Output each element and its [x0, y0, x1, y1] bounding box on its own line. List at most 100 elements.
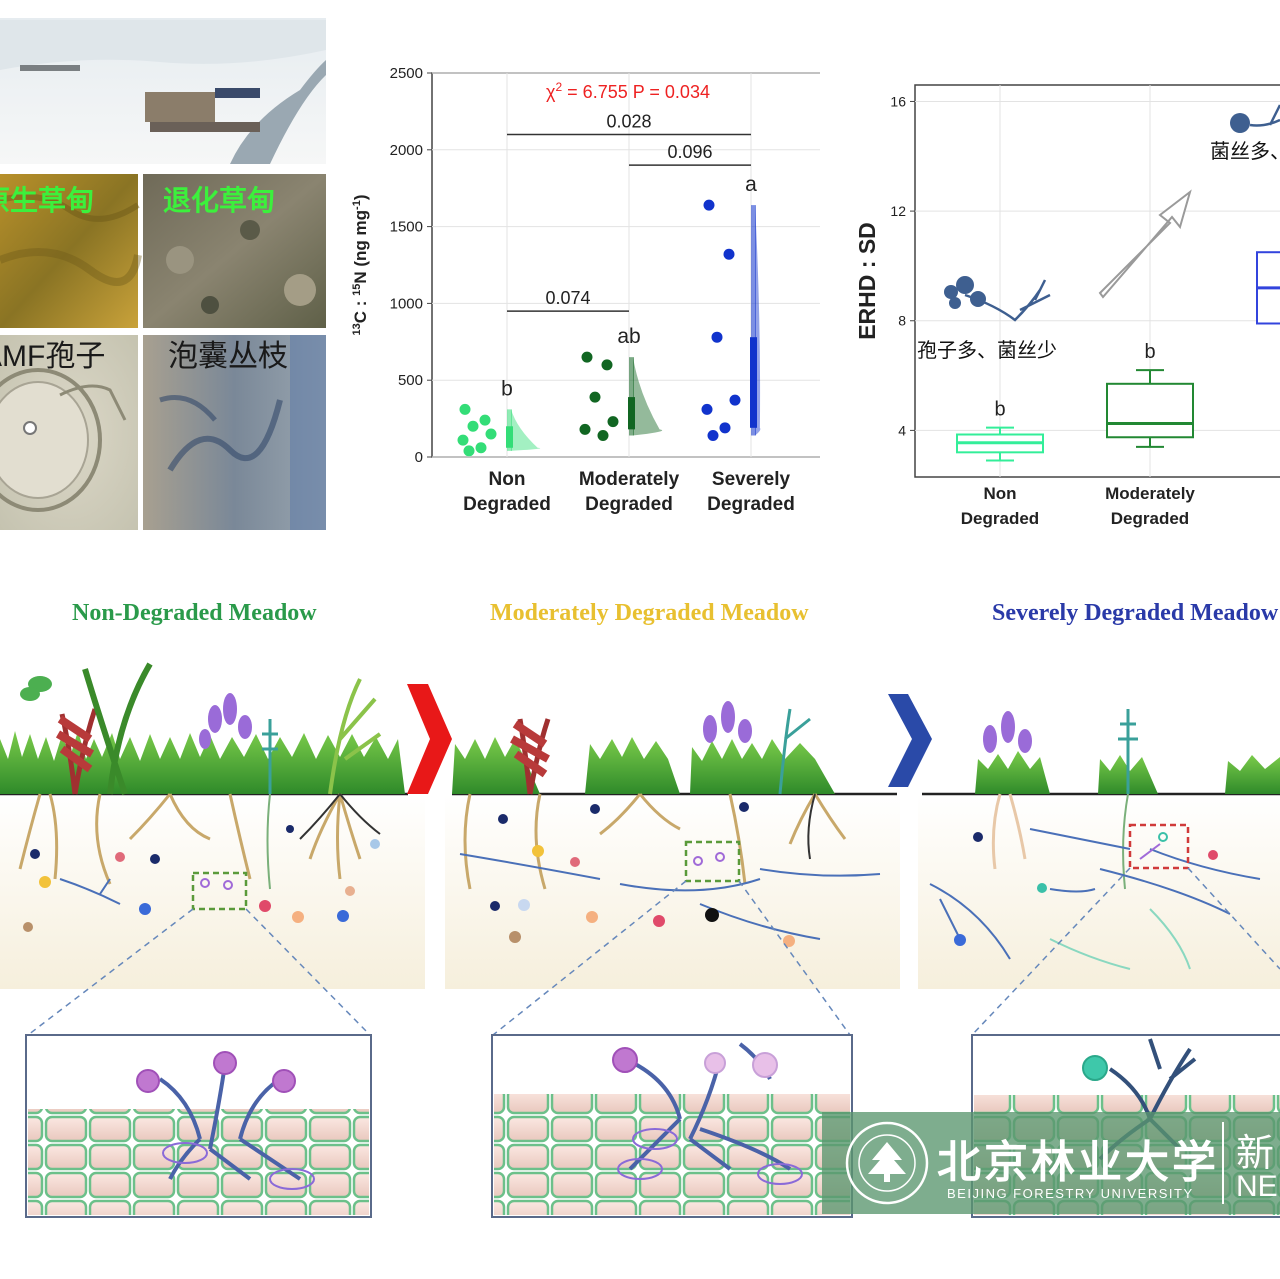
- y-axis-title-part: C :: [351, 296, 370, 323]
- y-tick-label: 1500: [390, 219, 423, 236]
- data-point: [701, 403, 713, 415]
- y-axis-title-part: -1: [351, 200, 363, 210]
- p-value-label: 0.074: [545, 288, 590, 308]
- photo-panel: 原生草甸 退化草甸 AMF孢子 泡囊丛枝: [0, 18, 326, 530]
- root-cells-moderate: [491, 1034, 853, 1218]
- y-axis-title-part: ): [351, 195, 370, 201]
- plot-area: [914, 84, 1280, 478]
- x-tick-label: Severely: [712, 469, 791, 490]
- y-tick-label: 0: [415, 449, 423, 466]
- density-cloud: [633, 357, 663, 436]
- y-tick-label: 16: [890, 93, 906, 109]
- y-tick-label: 12: [890, 203, 906, 219]
- stat-text: χ2 = 6.755 P = 0.034: [546, 80, 710, 102]
- significance-letter: a: [745, 173, 757, 196]
- x-tick-label: Degraded: [1111, 509, 1189, 528]
- y-axis-title: 13C : 15N (ng mg-1): [351, 195, 370, 336]
- data-point: [719, 422, 731, 434]
- x-tick-label: Non: [489, 469, 526, 490]
- x-tick-label: Degraded: [961, 509, 1039, 528]
- y-axis-title-text: 13C : 15N (ng mg-1): [351, 195, 370, 336]
- data-point: [467, 420, 479, 432]
- annotation-high: 菌丝多、: [1210, 140, 1280, 163]
- data-point: [485, 428, 497, 440]
- x-tick-label: Moderately: [1105, 484, 1195, 503]
- chevron-right-icon-blue: [888, 694, 932, 787]
- root-cells-non: [25, 1034, 372, 1218]
- scene-title-non: Non-Degraded Meadow: [72, 600, 317, 626]
- scene-title-moderate: Moderately Degraded Meadow: [490, 600, 809, 626]
- y-axis-title-part: 13: [351, 323, 363, 335]
- data-point: [589, 391, 601, 403]
- hyphae-spore-icon: [1230, 104, 1280, 133]
- box: [1106, 382, 1194, 439]
- data-point: [723, 248, 735, 260]
- data-point: [707, 429, 719, 441]
- y-axis-title-part: 15: [351, 284, 363, 296]
- range-bar: [751, 205, 756, 436]
- x-tick-label: Non: [983, 484, 1016, 503]
- data-point: [729, 394, 741, 406]
- data-point: [711, 331, 723, 343]
- native-meadow-label: 原生草甸: [0, 185, 94, 216]
- data-point: [601, 359, 613, 371]
- scene-title-severe: Severely Degraded Meadow: [992, 600, 1279, 626]
- stat-text-part: = 6.755 P = 0.034: [562, 82, 710, 102]
- p-value-label: 0.028: [606, 111, 651, 131]
- university-seal-icon: [845, 1121, 929, 1205]
- watermark-suffix2: NE: [1236, 1170, 1278, 1203]
- watermark: 北京林业大学 BEIJING FORESTRY UNIVERSITY 新 NE: [822, 1112, 1280, 1214]
- y-tick-label: 2000: [390, 142, 423, 159]
- annotation-low: 孢子多、菌丝少: [917, 339, 1057, 362]
- chevron-right-icon-red: [407, 684, 452, 794]
- x-tick-label: Degraded: [585, 494, 673, 515]
- y-tick-label: 2500: [390, 65, 423, 82]
- data-point: [479, 414, 491, 426]
- university-name: 北京林业大学: [937, 1138, 1219, 1187]
- data-point: [607, 416, 619, 428]
- range-bar: [629, 357, 634, 436]
- data-point: [703, 199, 715, 211]
- vegetation-moderately-degraded: [452, 701, 881, 947]
- x-tick-label: Moderately: [579, 469, 680, 490]
- degraded-meadow-photo: 退化草甸: [143, 174, 326, 328]
- stat-text-part: 2: [555, 80, 562, 94]
- density-cloud: [511, 409, 541, 451]
- data-point: [597, 429, 609, 441]
- data-point: [581, 351, 593, 363]
- p-value-label: 0.096: [667, 142, 712, 162]
- data-point: [459, 403, 471, 415]
- university-english: BEIJING FORESTRY UNIVERSITY: [947, 1186, 1194, 1201]
- significance-letter: b: [1144, 341, 1155, 363]
- x-tick-label: Degraded: [707, 494, 795, 515]
- ratio-scatter-chart: 13C : 15N (ng mg-1) 0 500 1000 1500 2000 2500…: [351, 65, 820, 515]
- y-tick-label: 8: [898, 313, 906, 329]
- significance-letter: b: [501, 377, 513, 400]
- native-meadow-photo: 原生草甸: [0, 174, 142, 328]
- data-point: [457, 434, 469, 446]
- data-point: [463, 445, 475, 457]
- y-tick-label: 500: [398, 372, 423, 389]
- watermark-suffix: 新: [1236, 1133, 1275, 1175]
- stat-text-part: χ: [546, 82, 556, 102]
- y-tick-label: 1000: [390, 295, 423, 312]
- data-point: [475, 442, 487, 454]
- amf-spore-label: AMF孢子: [0, 340, 105, 373]
- y-axis-title-part: N (ng mg: [351, 210, 370, 284]
- x-tick-label: Degraded: [463, 494, 551, 515]
- significance-letter: ab: [617, 325, 640, 348]
- landscape-photo: [0, 18, 326, 164]
- degraded-meadow-label: 退化草甸: [163, 185, 275, 216]
- vegetation-non-degraded: [0, 662, 405, 932]
- iqr-box: [506, 426, 513, 448]
- y-axis-title: ERHD : SD: [854, 222, 880, 340]
- spore-hyphae-icon: [944, 276, 1051, 322]
- iqr-box: [750, 337, 757, 428]
- arbuscule-label: 泡囊丛枝: [168, 340, 288, 373]
- iqr-box: [628, 397, 635, 430]
- data-point: [579, 423, 591, 435]
- amf-spore-photo: AMF孢子: [0, 335, 138, 530]
- significance-letter: b: [994, 399, 1005, 421]
- watermark-divider: [1222, 1122, 1224, 1204]
